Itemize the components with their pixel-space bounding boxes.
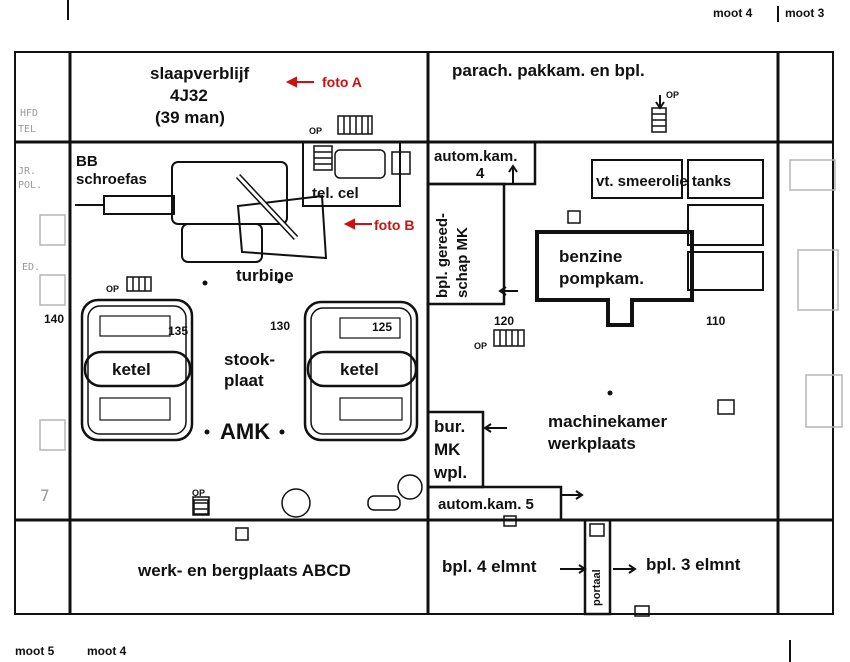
smeerolie-tank-3	[687, 204, 764, 246]
moot-label-bottom-left: moot 5	[15, 644, 55, 658]
margin-scrap-5: ED.	[22, 262, 41, 273]
foto-a-label: foto A	[322, 74, 362, 90]
turbine-body	[236, 194, 328, 260]
smeerolie-label: vt. smeerolie tanks	[596, 173, 732, 190]
tel-cel-label: tel. cel	[312, 185, 359, 202]
slaapverblijf-label: slaapverblijf	[150, 64, 250, 83]
schroefas-label: schroefas	[76, 171, 147, 188]
room-autom-kam-5	[426, 485, 563, 522]
room-gereedschap	[426, 182, 506, 306]
margin-scrap-4: POL.	[18, 180, 43, 191]
margin-scrap-6: 7	[40, 486, 50, 505]
op-label-amk: OP	[192, 488, 206, 498]
moot-label-bottom-right: moot 4	[87, 644, 127, 658]
margin-scrap-1: HFD	[20, 108, 39, 119]
bur-label-2: MK	[434, 440, 461, 459]
benzine-label: benzine	[559, 247, 623, 266]
turbine-label: turbine	[236, 266, 294, 285]
werk-bergplaats-label: werk- en bergplaats ABCD	[138, 561, 351, 580]
slaapverblijf-capacity: (39 man)	[155, 108, 225, 127]
hatch-3	[235, 527, 249, 541]
op-ladder-turbine	[126, 276, 152, 292]
pump-circle-1	[281, 488, 311, 518]
margin-scrap-3: JR.	[18, 166, 37, 177]
pump-circle-2	[397, 474, 423, 500]
frame-110: 110	[706, 314, 726, 328]
op-ladder-mk	[493, 329, 525, 347]
autom-kam-4-label-2: 4	[476, 165, 485, 182]
ketel-left-label: ketel	[112, 360, 151, 379]
gereedschap-label-2: schap MK	[454, 227, 471, 298]
hatch-6	[634, 605, 650, 617]
margin-scrap-2: TEL	[18, 124, 37, 135]
autom-kam-5-label: autom.kam. 5	[438, 496, 534, 513]
benzine-pompkamer-outline	[535, 230, 694, 327]
hatch-7	[193, 499, 209, 515]
op-ladder-parach	[651, 107, 667, 133]
op-ladder-slaap	[337, 115, 373, 135]
foto-b-label: foto B	[374, 217, 415, 233]
op-label-turbine: OP	[106, 284, 120, 294]
bb-label: BB	[76, 153, 98, 170]
smeerolie-tank-1	[591, 159, 683, 199]
moot-label-top-left: moot 4	[713, 6, 753, 20]
portaal-label: portaal	[591, 569, 603, 606]
smeerolie-tank-2	[687, 159, 764, 199]
op-ladder-amk	[192, 496, 210, 516]
moot-label-top-right: moot 3	[785, 6, 825, 20]
op-label-parach: OP	[666, 90, 680, 100]
frame-120: 120	[494, 314, 515, 328]
ketel-right-label: ketel	[340, 360, 379, 379]
photo-arrows	[285, 76, 372, 230]
bur-label-3: wpl.	[434, 463, 468, 482]
werkplaats-label: werkplaats	[548, 434, 636, 453]
gereedschap-label-1: bpl. gereed-	[434, 212, 451, 298]
ketel-left-outline	[80, 298, 194, 442]
arrows	[483, 95, 665, 574]
amk-label: AMK	[220, 419, 271, 444]
room-portaal	[583, 518, 612, 616]
ketel-right-drum	[306, 350, 418, 388]
parach-label: parach. pakkam. en bpl.	[452, 61, 645, 80]
frame-125: 125	[372, 320, 393, 334]
smeerolie-tank-4	[687, 251, 764, 291]
op-label-mk: OP	[474, 341, 488, 351]
tel-cel-box	[391, 151, 411, 175]
outer-frame	[14, 51, 834, 615]
turbine-housing-1	[171, 161, 288, 225]
stookplaat-label-2: plaat	[224, 371, 264, 390]
stookplaat-label-1: stook-	[224, 350, 275, 369]
pompkam-label: pompkam.	[559, 269, 645, 288]
hatch-5	[589, 523, 605, 537]
frame-135: 135	[168, 324, 189, 338]
shaft-coupling	[103, 195, 175, 215]
tel-cel-panel	[334, 149, 386, 179]
frame-130: 130	[270, 319, 291, 333]
bur-label-1: bur.	[434, 417, 466, 436]
op-ladder-telcel	[313, 145, 333, 171]
hatch-1	[567, 210, 581, 224]
ketel-left-drum	[83, 350, 192, 388]
hatch-4	[503, 515, 517, 527]
autom-kam-4-label-1: autom.kam.	[434, 148, 518, 165]
frame-140: 140	[44, 312, 65, 326]
bpl-3-elmnt-label: bpl. 3 elmnt	[646, 555, 741, 574]
machinekamer-label: machinekamer	[548, 412, 668, 431]
turbine-housing-2	[181, 223, 263, 263]
bpl-4-elmnt-label: bpl. 4 elmnt	[442, 557, 537, 576]
slaapverblijf-code: 4J32	[170, 86, 208, 105]
op-label-slaap: OP	[309, 126, 323, 136]
hatch-2	[717, 399, 735, 415]
cylinder-tank	[367, 495, 401, 511]
